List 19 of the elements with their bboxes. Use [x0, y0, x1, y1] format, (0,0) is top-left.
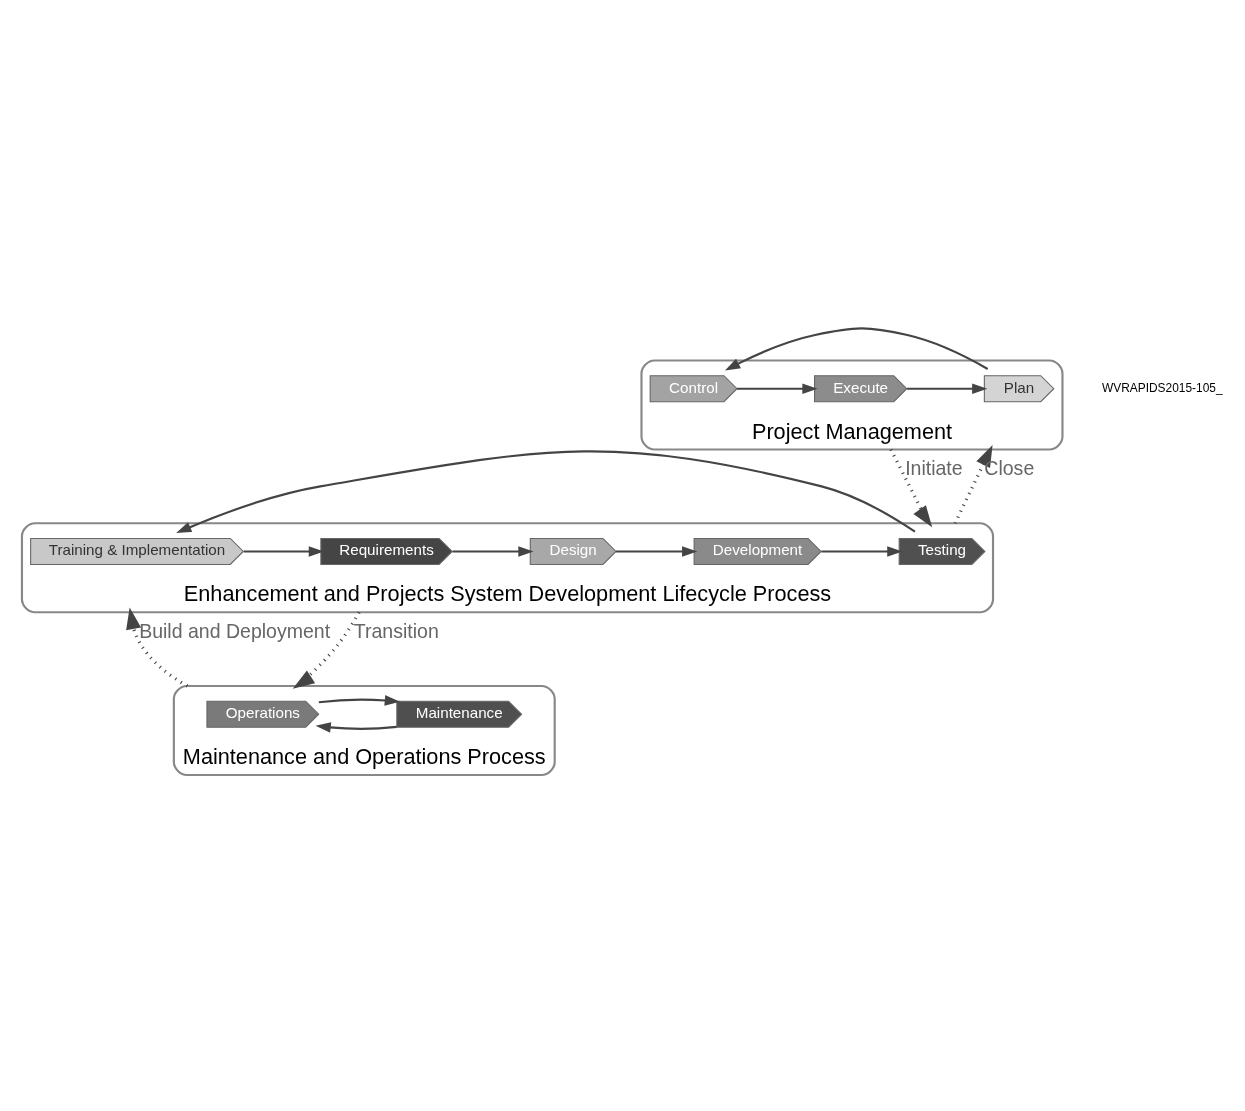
arrow [724, 326, 989, 370]
arrow [616, 545, 698, 557]
edge-label: Close [984, 456, 1035, 479]
arrow [126, 606, 189, 687]
arrow [315, 721, 397, 733]
edge-label: Build and Deployment [139, 619, 331, 642]
edge-label: Initiate [905, 456, 963, 479]
arrow [889, 448, 933, 527]
arrow [736, 382, 818, 394]
edge-label: Transition [353, 619, 439, 642]
arrow [907, 382, 988, 394]
arrow [176, 450, 916, 533]
arrow [953, 444, 993, 524]
arrow [452, 545, 534, 557]
arrow [292, 610, 361, 689]
label: WVRAPIDS2015-105_ [1101, 380, 1223, 395]
arrow [243, 545, 324, 557]
arrow [318, 694, 400, 706]
arrow [821, 545, 903, 557]
